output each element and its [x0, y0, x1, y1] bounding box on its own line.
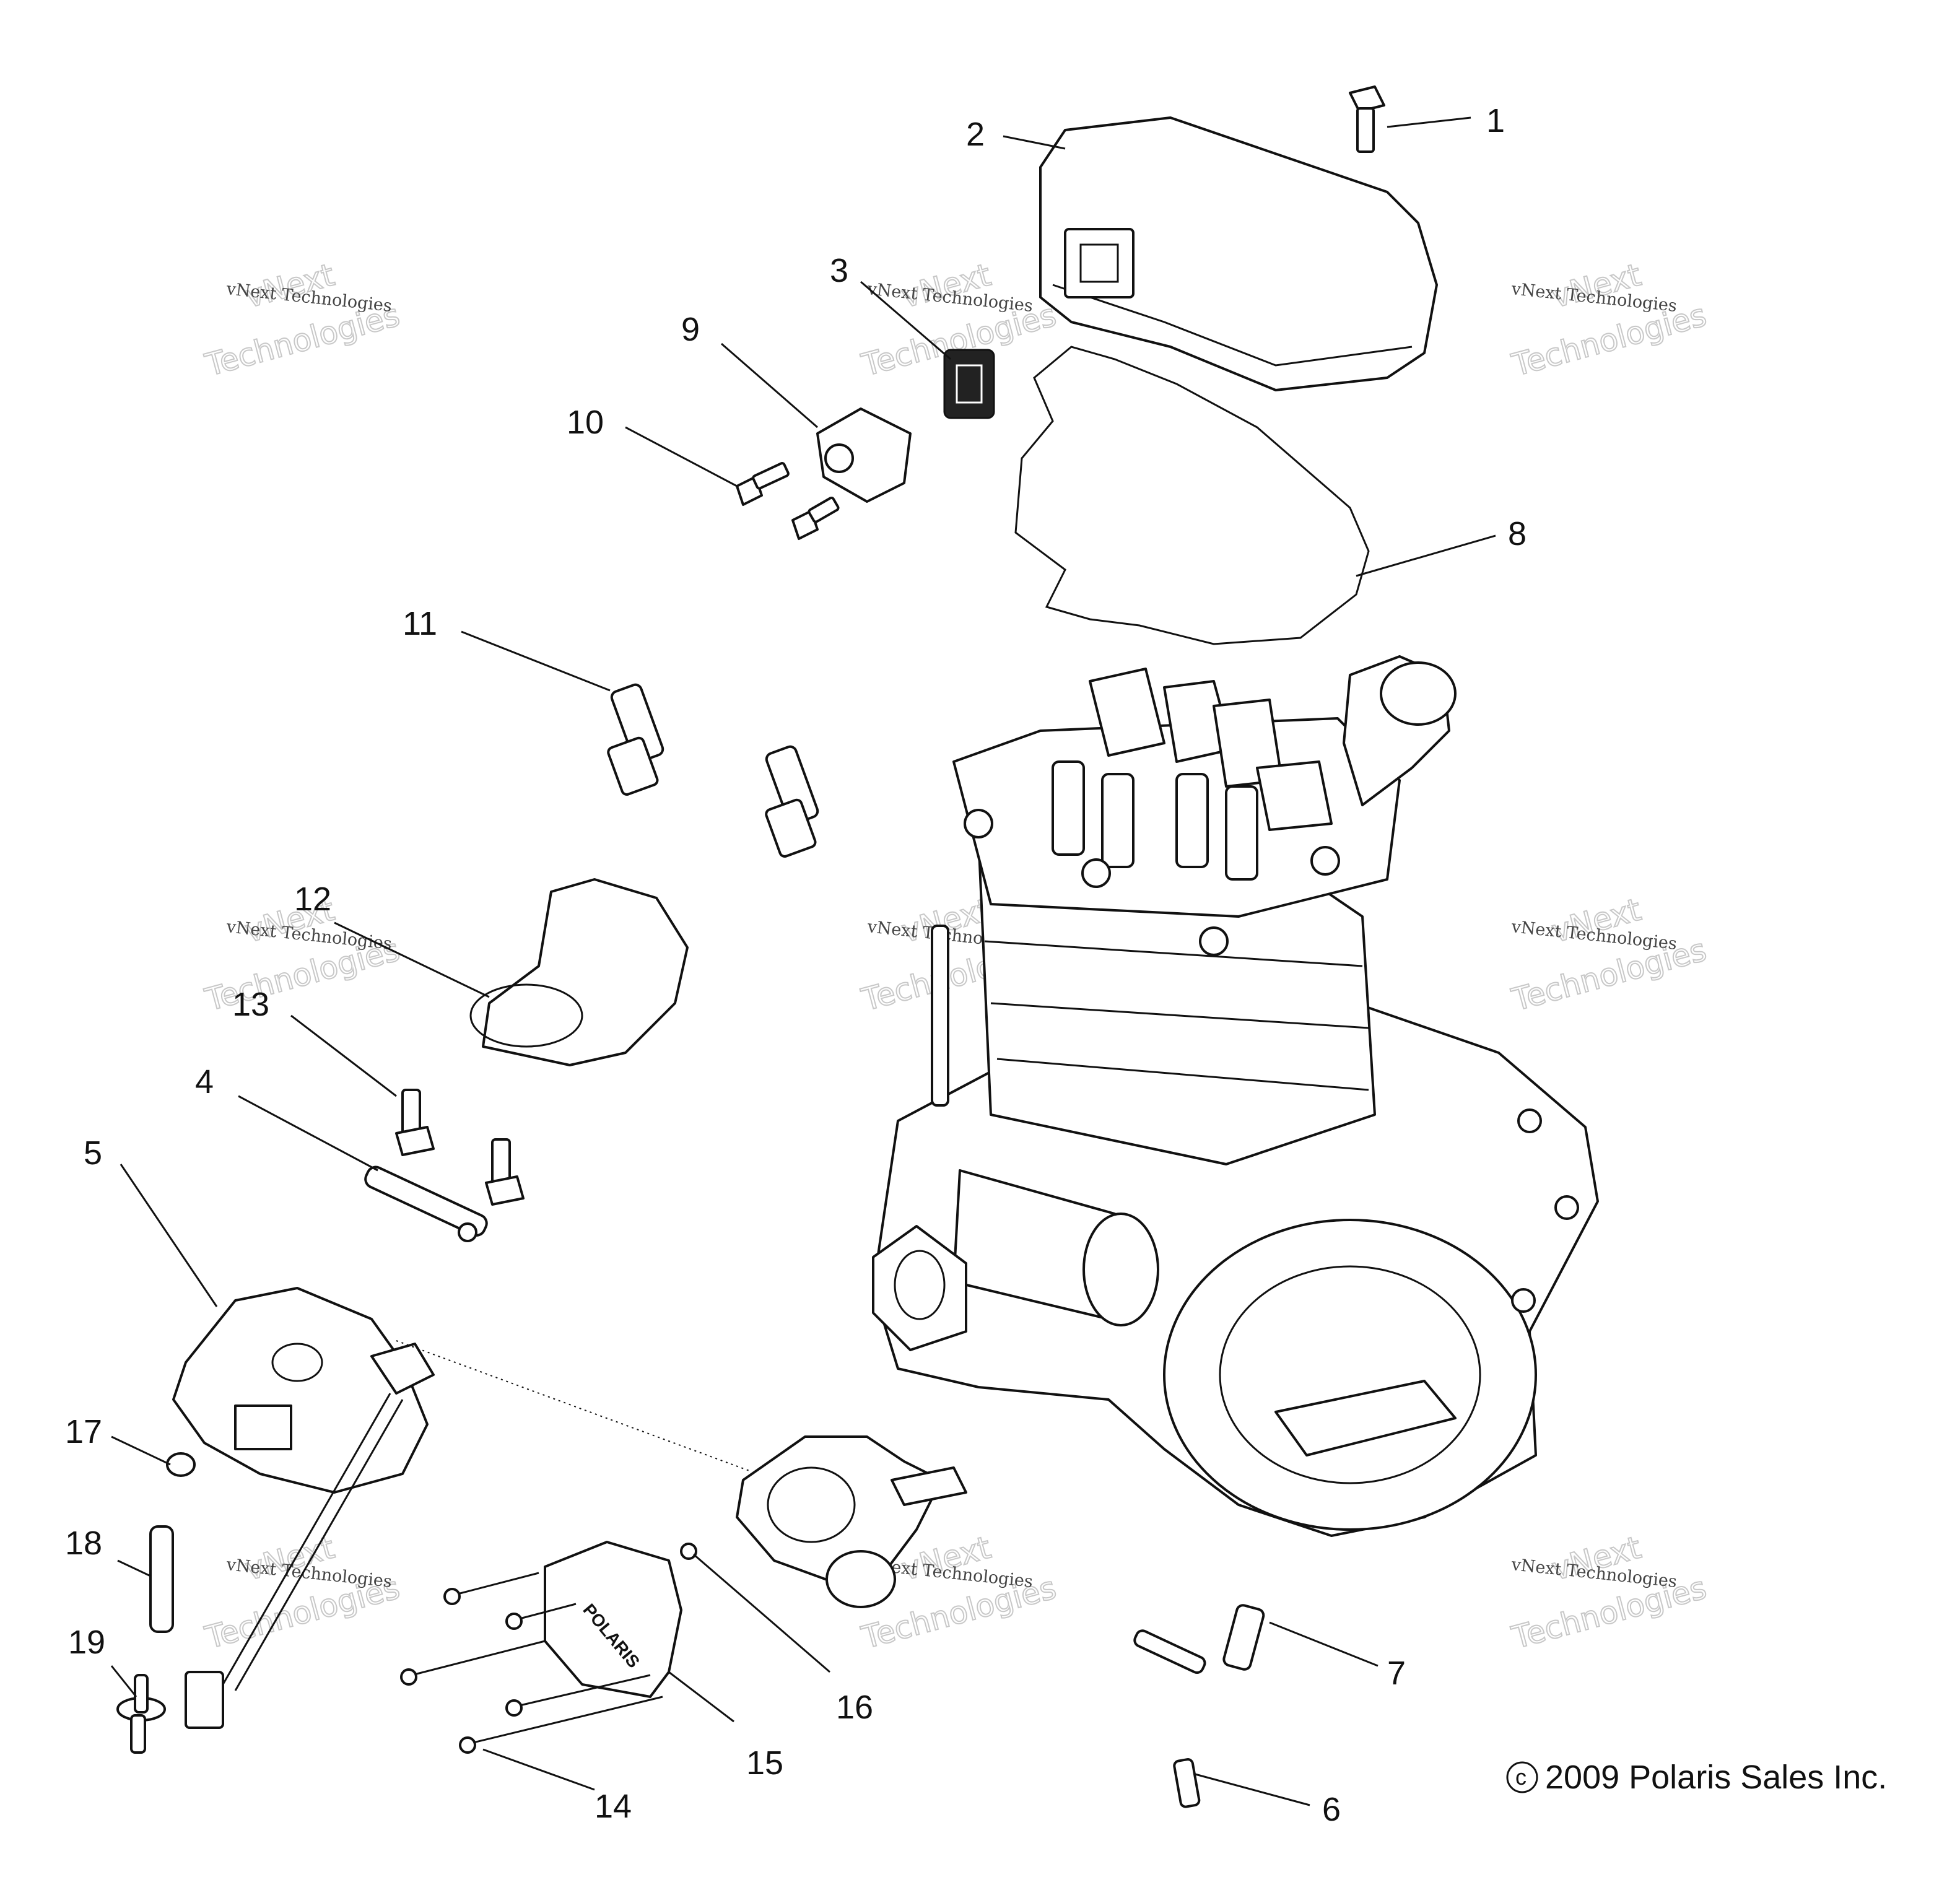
- alignment-dotted-line: [396, 1340, 750, 1471]
- part-1-bolt: [1349, 85, 1385, 153]
- leader-lines: [110, 116, 1496, 1806]
- callout-9: 9: [681, 311, 700, 348]
- svg-text:Technologies: Technologies: [1508, 297, 1710, 383]
- callout-10: 10: [567, 404, 604, 441]
- copyright-symbol: c: [1515, 1764, 1527, 1790]
- part-16-plug: [680, 1543, 697, 1560]
- part-10-screws: [736, 462, 840, 540]
- callout-14: 14: [595, 1788, 632, 1825]
- callout-11: 11: [403, 605, 437, 642]
- valve-springs: [1052, 668, 1333, 881]
- callout-8: 8: [1508, 515, 1527, 552]
- callout-6: 6: [1322, 1791, 1341, 1828]
- part-18-tube: [149, 1525, 174, 1633]
- part-19-vent: [116, 1674, 166, 1754]
- copyright-circle: [1506, 1761, 1538, 1793]
- part-13-bolts: [395, 1089, 525, 1206]
- part-6-pin: [1173, 1758, 1201, 1808]
- copyright-text: 2009 Polaris Sales Inc.: [1545, 1759, 1887, 1796]
- part-12-intake-boot: [469, 878, 689, 1066]
- part-14-screws: [400, 1572, 663, 1754]
- part-3-decal: [943, 349, 995, 419]
- part-15-cover: POLARIS: [544, 1541, 682, 1698]
- callout-17: 17: [65, 1413, 102, 1450]
- copyright: c 2009 Polaris Sales Inc.: [1506, 1759, 1887, 1796]
- callout-1: 1: [1486, 102, 1505, 139]
- callout-4: 4: [195, 1063, 214, 1100]
- callout-3: 3: [830, 252, 848, 289]
- part-2-valve-cover: [1039, 116, 1438, 391]
- part-11-spark-plugs: [607, 683, 819, 858]
- part-4-probe: [364, 1165, 488, 1242]
- watermark-bottom-right: vNext Technologies: [1507, 1529, 1710, 1657]
- engine-block: [872, 655, 1599, 1537]
- watermark-top-right: vNext Technologies: [1507, 256, 1710, 384]
- part-17-cap: [166, 1452, 196, 1477]
- callout-18: 18: [65, 1525, 102, 1562]
- callout-7: 7: [1387, 1655, 1406, 1692]
- part-5-throttle-body: [172, 1287, 435, 1729]
- callout-15: 15: [746, 1744, 783, 1782]
- callout-13: 13: [232, 986, 269, 1023]
- part-9-sensor: [816, 407, 912, 503]
- watermark-mid-right: vNext Technologies: [1507, 891, 1710, 1019]
- part-8-gasket: [1014, 346, 1370, 645]
- throttle-body-right: [736, 1435, 967, 1608]
- callout-2: 2: [966, 116, 985, 153]
- callout-19: 19: [68, 1624, 105, 1661]
- callout-5: 5: [84, 1134, 102, 1172]
- callout-16: 16: [836, 1689, 873, 1726]
- callout-12: 12: [294, 881, 331, 918]
- part-7-fitting: [1133, 1604, 1265, 1674]
